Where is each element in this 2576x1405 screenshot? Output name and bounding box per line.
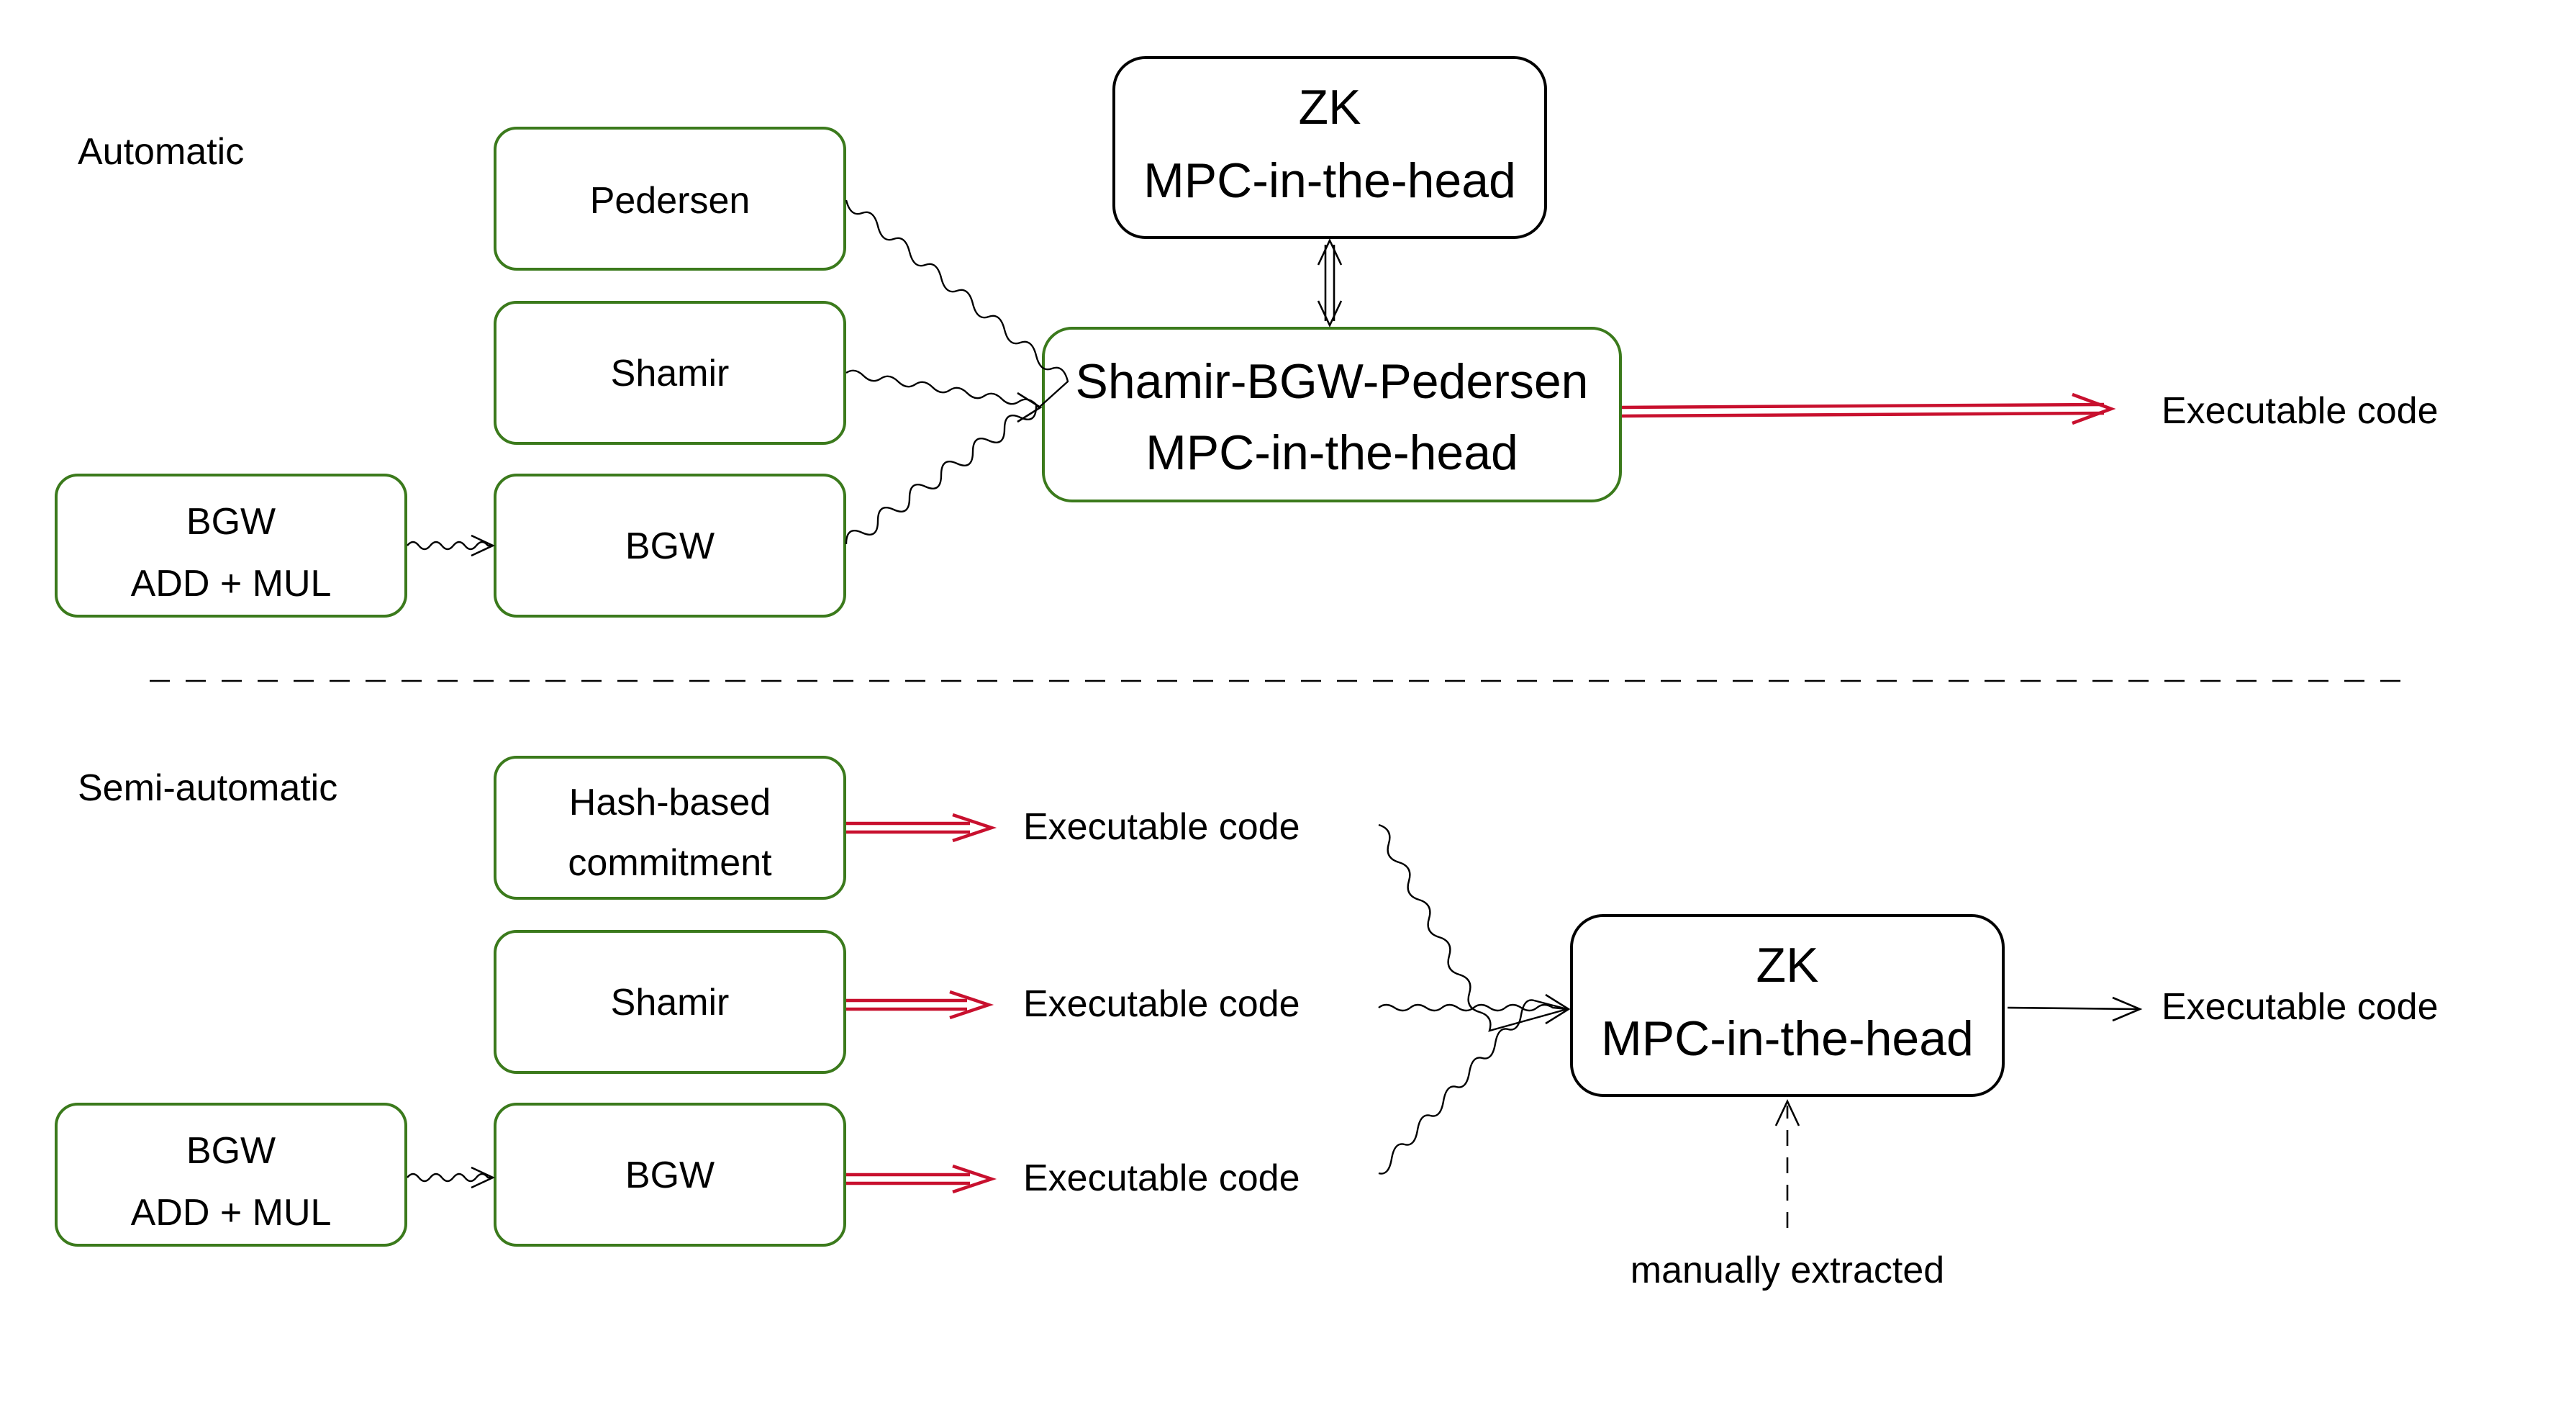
box-top-bgw-add-mul-line2: ADD + MUL bbox=[131, 563, 332, 605]
arrow-bottom-exec-bgw-to-zk bbox=[1378, 999, 1568, 1175]
bottom-manual-note: manually extracted bbox=[1631, 1250, 1944, 1291]
arrowhead-top-bgwaddmul-to-bgw bbox=[471, 534, 496, 557]
section-label-automatic: Automatic bbox=[78, 131, 244, 173]
box-bottom-zk-line1: ZK bbox=[1756, 938, 1819, 993]
arrowhead-top-into-combined bbox=[1017, 392, 1043, 423]
box-bottom-bgw: BGW bbox=[494, 1103, 846, 1247]
box-top-bgw: BGW bbox=[494, 474, 846, 618]
box-top-combined-line2: MPC-in-the-head bbox=[1146, 425, 1518, 480]
box-bottom-zk-line2: MPC-in-the-head bbox=[1601, 1011, 1974, 1066]
box-bottom-bgw-add-mul-line1: BGW bbox=[186, 1130, 276, 1172]
box-top-zk-line1: ZK bbox=[1299, 80, 1361, 135]
arrow-bottom-hash-to-exec bbox=[846, 813, 997, 843]
box-top-zk-line2: MPC-in-the-head bbox=[1143, 153, 1516, 208]
box-top-combined-line1: Shamir-BGW-Pedersen bbox=[1076, 354, 1589, 409]
box-top-pedersen: Pedersen bbox=[494, 127, 846, 271]
arrow-bottom-bgwaddmul-to-bgw bbox=[407, 1173, 491, 1183]
box-top-bgw-add-mul: BGW ADD + MUL bbox=[55, 474, 407, 618]
bottom-output-label: Executable code bbox=[2162, 986, 2439, 1028]
box-top-bgw-label: BGW bbox=[625, 525, 715, 567]
box-top-bgw-add-mul-line1: BGW bbox=[186, 501, 276, 543]
arrow-top-bgwaddmul-to-bgw bbox=[407, 541, 491, 551]
box-top-zk: ZK MPC-in-the-head bbox=[1112, 56, 1547, 239]
arrow-bottom-bgw-to-exec bbox=[846, 1164, 997, 1194]
box-bottom-hash-line1: Hash-based bbox=[569, 782, 771, 823]
arrow-bottom-exec-shamir-to-zk bbox=[1378, 1003, 1568, 1012]
bottom-exec-shamir-label: Executable code bbox=[1023, 983, 1300, 1025]
arrow-top-shamir-to-combined bbox=[845, 369, 1040, 408]
box-bottom-shamir-label: Shamir bbox=[611, 982, 730, 1024]
top-output-label: Executable code bbox=[2162, 390, 2439, 432]
box-top-pedersen-label: Pedersen bbox=[590, 180, 750, 222]
section-label-semi-automatic: Semi-automatic bbox=[78, 767, 337, 809]
arrow-bottom-exec-hash-to-zk bbox=[1378, 823, 1568, 1032]
box-top-shamir: Shamir bbox=[494, 301, 846, 445]
box-bottom-bgw-label: BGW bbox=[625, 1155, 715, 1196]
arrow-bottom-shamir-to-exec bbox=[846, 990, 994, 1020]
arrow-top-combined-to-output bbox=[1621, 392, 2116, 425]
box-bottom-bgw-add-mul-line2: ADD + MUL bbox=[131, 1192, 332, 1234]
arrowhead-bottom-into-zk bbox=[1545, 993, 1571, 1025]
box-top-combined: Shamir-BGW-Pedersen MPC-in-the-head bbox=[1042, 327, 1622, 502]
arrowhead-bottom-manual-to-zk bbox=[1774, 1098, 1800, 1126]
arrow-bottom-zk-to-output bbox=[2007, 1006, 2139, 1011]
box-bottom-hash-commitment: Hash-based commitment bbox=[494, 756, 846, 900]
box-top-shamir-label: Shamir bbox=[611, 353, 730, 394]
box-bottom-shamir: Shamir bbox=[494, 930, 846, 1074]
arrow-top-zk-combined-bidirectional bbox=[1317, 238, 1343, 328]
arrow-top-bgw-to-combined bbox=[845, 405, 1040, 545]
box-bottom-hash-line2: commitment bbox=[568, 842, 772, 884]
arrow-top-pedersen-to-combined bbox=[845, 199, 1069, 408]
arrowhead-bottom-bgwaddmul-to-bgw bbox=[471, 1166, 496, 1189]
bottom-exec-hash-label: Executable code bbox=[1023, 806, 1300, 848]
arrowhead-bottom-zk-to-output bbox=[2112, 996, 2143, 1022]
box-bottom-bgw-add-mul: BGW ADD + MUL bbox=[55, 1103, 407, 1247]
box-bottom-zk: ZK MPC-in-the-head bbox=[1570, 914, 2005, 1097]
bottom-exec-bgw-label: Executable code bbox=[1023, 1157, 1300, 1199]
